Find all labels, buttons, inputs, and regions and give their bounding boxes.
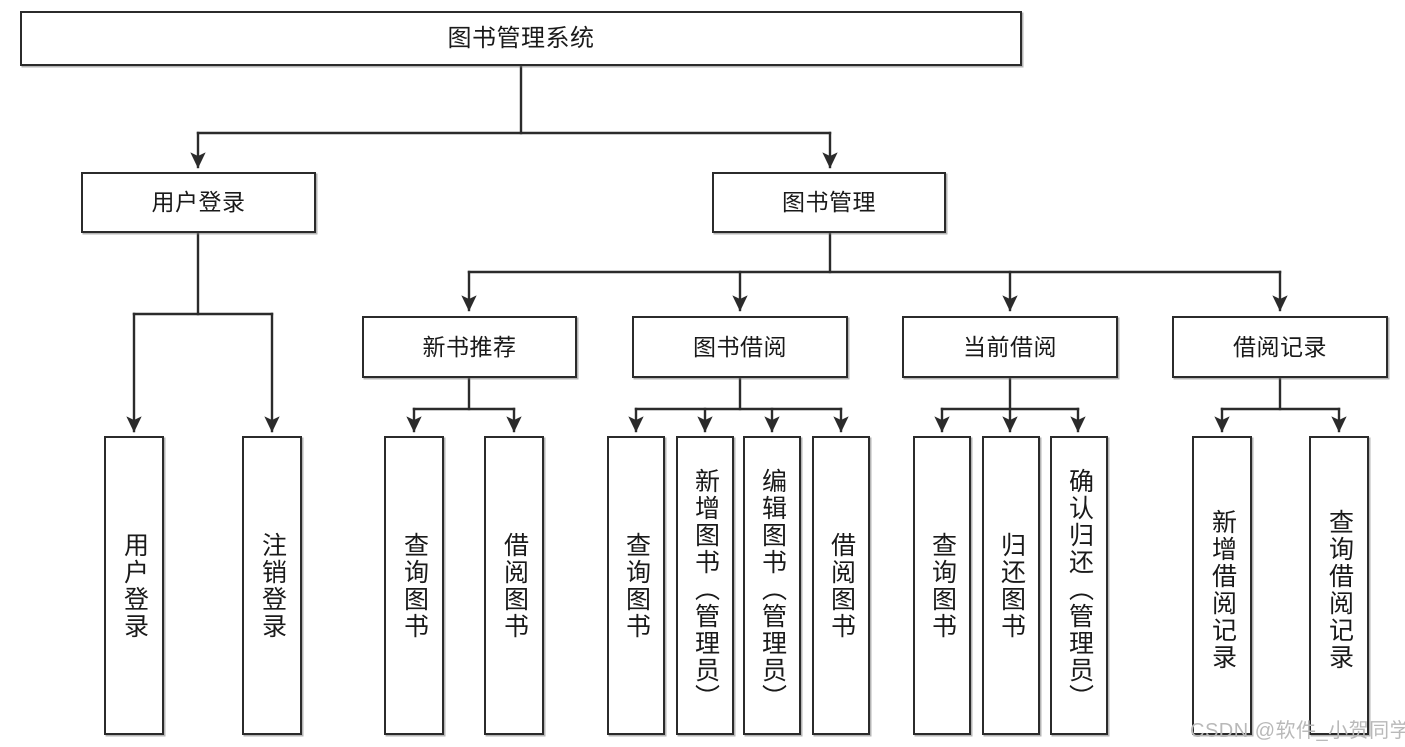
- leaf-query-book-recommend[interactable]: 查询图书: [384, 436, 444, 735]
- csdn-watermark: CSDN @软件_小贺同学: [1190, 720, 1405, 742]
- node-label: 查询图书: [622, 531, 651, 640]
- leaf-confirm-return-admin[interactable]: 确认归还（管理员）: [1050, 436, 1108, 735]
- node-book-management[interactable]: 图书管理: [712, 172, 946, 233]
- leaf-query-book-current[interactable]: 查询图书: [913, 436, 971, 735]
- leaf-borrow-book-borrow[interactable]: 借阅图书: [812, 436, 870, 735]
- node-root-book-management-system[interactable]: 图书管理系统: [20, 11, 1022, 66]
- leaf-add-borrow-record[interactable]: 新增借阅记录: [1192, 436, 1252, 735]
- node-label: 查询图书: [928, 531, 957, 640]
- node-user-login[interactable]: 用户登录: [81, 172, 316, 233]
- node-label: 用户登录: [120, 531, 149, 640]
- leaf-return-book[interactable]: 归还图书: [982, 436, 1040, 735]
- node-label: 用户登录: [151, 189, 246, 216]
- node-label: 借阅记录: [1233, 333, 1327, 360]
- leaf-query-book-borrow[interactable]: 查询图书: [607, 436, 665, 735]
- leaf-add-book-admin[interactable]: 新增图书（管理员）: [676, 436, 734, 735]
- node-label: 查询借阅记录: [1325, 508, 1354, 671]
- node-label: 归还图书: [997, 531, 1026, 640]
- node-book-borrow[interactable]: 图书借阅: [632, 316, 848, 378]
- node-label: 借阅图书: [500, 531, 529, 640]
- node-current-borrow[interactable]: 当前借阅: [902, 316, 1118, 378]
- node-label: 借阅图书: [827, 531, 856, 640]
- node-label: 图书借阅: [693, 333, 787, 360]
- leaf-user-login[interactable]: 用户登录: [104, 436, 164, 735]
- node-label: 编辑图书（管理员）: [758, 468, 787, 711]
- node-label: 确认归还（管理员）: [1065, 468, 1094, 711]
- node-label: 图书管理: [782, 189, 876, 216]
- leaf-query-borrow-record[interactable]: 查询借阅记录: [1309, 436, 1369, 735]
- node-label: 图书管理系统: [447, 24, 595, 52]
- leaf-logout-login[interactable]: 注销登录: [242, 436, 302, 735]
- node-label: 当前借阅: [963, 333, 1057, 360]
- node-new-book-recommend[interactable]: 新书推荐: [362, 316, 577, 378]
- node-label: 新增借阅记录: [1208, 508, 1237, 671]
- leaf-borrow-book-recommend[interactable]: 借阅图书: [484, 436, 544, 735]
- node-borrow-record[interactable]: 借阅记录: [1172, 316, 1388, 378]
- node-label: 注销登录: [258, 531, 287, 640]
- node-label: 查询图书: [400, 531, 429, 640]
- node-label: 新书推荐: [422, 333, 517, 360]
- leaf-edit-book-admin[interactable]: 编辑图书（管理员）: [743, 436, 801, 735]
- node-label: 新增图书（管理员）: [691, 468, 720, 711]
